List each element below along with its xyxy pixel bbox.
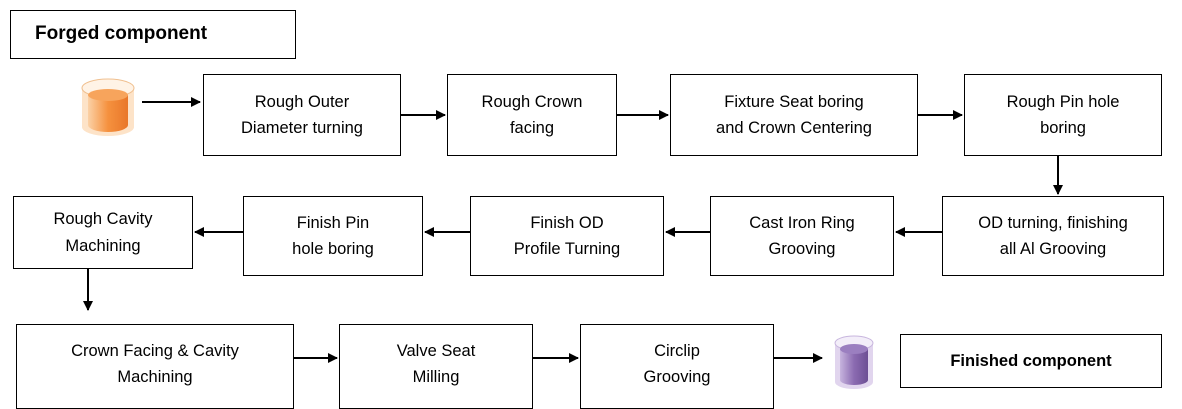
step-rough-crown-facing: Rough Crown facing (447, 74, 617, 156)
step-label: Rough Crown facing (481, 92, 583, 137)
step-label: Circlip Grooving (643, 342, 711, 387)
step-crown-facing-cavity-machining: Crown Facing & Cavity Machining (16, 324, 294, 409)
finished-label: Finished component (950, 351, 1112, 370)
finished-component-box: Finished component (900, 334, 1162, 388)
step-label: Finish Pin hole boring (292, 213, 374, 258)
step-finish-od-profile-turning: Finish OD Profile Turning (470, 196, 664, 276)
step-rough-outer-diameter-turning: Rough Outer Diameter turning (203, 74, 401, 156)
step-label: OD turning, finishing all Al Grooving (978, 213, 1128, 258)
step-label: Finish OD Profile Turning (513, 213, 621, 258)
step-label: Cast Iron Ring Grooving (749, 213, 855, 258)
step-label: Valve Seat Milling (396, 342, 476, 387)
step-rough-cavity-machining: Rough Cavity Machining (13, 196, 193, 269)
title-label: Forged component (35, 23, 208, 45)
step-rough-pin-hole-boring: Rough Pin hole boring (964, 74, 1162, 156)
step-finish-pin-hole-boring: Finish Pin hole boring (243, 196, 423, 276)
step-label: Rough Outer Diameter turning (241, 92, 363, 137)
finished-part-cylinder-icon (834, 335, 874, 389)
raw-billet-cylinder-icon (81, 78, 135, 136)
step-label: Crown Facing & Cavity Machining (71, 342, 239, 387)
step-label: Rough Pin hole boring (1006, 92, 1120, 137)
step-label: Fixture Seat boring and Crown Centering (716, 92, 872, 137)
step-label: Rough Cavity Machining (53, 210, 153, 255)
flow-arrows (83, 97, 1063, 363)
step-valve-seat-milling: Valve Seat Milling (339, 324, 533, 409)
step-cast-iron-ring-grooving: Cast Iron Ring Grooving (710, 196, 894, 276)
forged-component-title: Forged component (10, 10, 296, 59)
step-od-turning-finishing: OD turning, finishing all Al Grooving (942, 196, 1164, 276)
step-fixture-seat-boring: Fixture Seat boring and Crown Centering (670, 74, 918, 156)
